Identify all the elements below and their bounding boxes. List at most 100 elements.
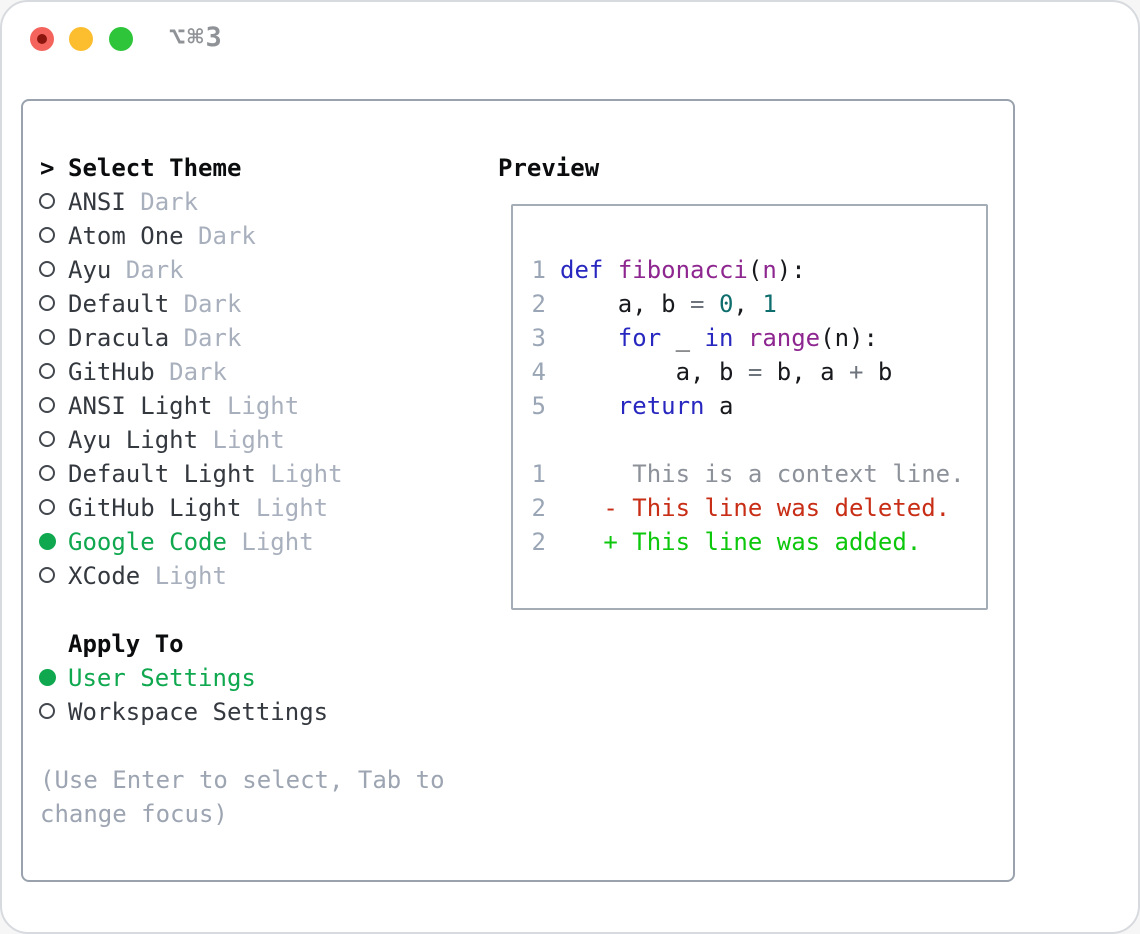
theme-variant-badge: Dark (111, 256, 184, 284)
theme-option-github-light[interactable]: GitHub Light Light (23, 491, 503, 525)
apply-option-label: Workspace Settings (68, 698, 329, 726)
code-token-fn: n (762, 256, 777, 284)
radio-unselected-icon (39, 295, 55, 311)
theme-option-atom-one[interactable]: Atom One Dark (23, 219, 503, 253)
radio-unselected-icon (39, 703, 55, 719)
code-token-kw: for (617, 324, 662, 352)
theme-name: GitHub Light Light (68, 494, 329, 522)
code-token-pl: a (704, 392, 734, 420)
radio-unselected-icon (39, 397, 55, 413)
preview-code-line: 5 return a (513, 389, 986, 423)
theme-variant-badge: Light (198, 426, 285, 454)
theme-variant-badge: Dark (154, 358, 227, 386)
theme-option-ayu[interactable]: Ayu Dark (23, 253, 503, 287)
radio-unselected-icon (39, 431, 55, 447)
code-token-pl: (n): (820, 324, 878, 352)
line-content: return a (560, 389, 734, 423)
theme-option-dracula[interactable]: Dracula Dark (23, 321, 503, 355)
code-token-pl: , (733, 290, 763, 318)
code-token-kw: return (617, 392, 705, 420)
apply-to-header-row: Apply To (23, 627, 503, 661)
theme-name: Atom One Dark (68, 222, 256, 250)
code-token-pl: a, b (560, 290, 691, 318)
theme-name: Default Light Light (68, 460, 343, 488)
theme-name: XCode Light (68, 562, 227, 590)
code-token-pl: a, b (560, 358, 748, 386)
preview-heading: Preview (498, 154, 600, 182)
radio-unselected-icon (39, 363, 55, 379)
selection-pointer-icon: > (40, 154, 55, 182)
radio-unselected-icon (39, 567, 55, 583)
radio-unselected-icon (39, 227, 55, 243)
code-token-add: + This line was added. (560, 528, 922, 556)
radio-unselected-icon (39, 193, 55, 209)
close-button[interactable] (30, 27, 54, 51)
code-token-pl: ( (747, 256, 763, 284)
preview-code-line: 2 - This line was deleted. (513, 491, 986, 525)
line-content: a, b = 0, 1 (560, 287, 777, 321)
line-number: 2 (531, 290, 546, 318)
code-token-del: - This line was deleted. (560, 494, 951, 522)
code-token-pl (603, 256, 617, 284)
code-token-kw: def (560, 256, 604, 284)
code-token-pl: b (877, 358, 893, 386)
apply-option-label: User Settings (68, 664, 256, 692)
code-token-op: = (690, 290, 719, 318)
line-number: 3 (531, 324, 546, 352)
code-token-pl (560, 392, 618, 420)
theme-option-default-light[interactable]: Default Light Light (23, 457, 503, 491)
line-content: def fibonacci(n): (560, 253, 806, 287)
theme-variant-badge: Light (226, 528, 314, 556)
theme-option-google-code[interactable]: Google Code Light (23, 525, 503, 559)
theme-name: ANSI Light Light (68, 392, 300, 420)
minimize-button[interactable] (69, 27, 93, 51)
select-theme-header-row: > Select Theme (23, 151, 503, 185)
code-token-num: 0 (718, 290, 734, 318)
code-token-fn: range (747, 324, 821, 352)
theme-variant-badge: Dark (183, 222, 256, 250)
line-number: 1 (531, 460, 546, 488)
theme-variant-badge: Light (140, 562, 227, 590)
theme-name: Ayu Light Light (68, 426, 285, 454)
code-token-pl: ): (776, 256, 806, 284)
apply-option-user-settings[interactable]: User Settings (23, 661, 503, 695)
line-number: 5 (531, 392, 546, 420)
apply-option-workspace-settings[interactable]: Workspace Settings (23, 695, 503, 729)
zoom-button[interactable] (109, 27, 133, 51)
line-number: 2 (531, 494, 546, 522)
line-number: 4 (531, 358, 546, 386)
theme-variant-badge: Light (241, 494, 329, 522)
theme-name: Dracula Dark (68, 324, 242, 352)
line-number: 2 (531, 528, 546, 556)
line-content: for _ in range(n): (560, 321, 878, 355)
theme-option-default[interactable]: Default Dark (23, 287, 503, 321)
theme-option-ansi-light[interactable]: ANSI Light Light (23, 389, 503, 423)
theme-name: ANSI Dark (68, 188, 199, 216)
preview-code-line: 2 a, b = 0, 1 (513, 287, 986, 321)
code-token-op: + (849, 358, 878, 386)
code-token-pl (560, 324, 618, 352)
preview-code-line: 4 a, b = b, a + b (513, 355, 986, 389)
preview-code-line (513, 423, 986, 457)
radio-unselected-icon (39, 329, 55, 345)
theme-variant-badge: Light (255, 460, 343, 488)
theme-name: Default Dark (68, 290, 242, 318)
line-number: 1 (531, 256, 546, 284)
theme-name: Google Code Light (68, 528, 314, 556)
theme-option-ansi[interactable]: ANSI Dark (23, 185, 503, 219)
code-token-pl: _ (661, 324, 705, 352)
theme-variant-badge: Dark (125, 188, 199, 216)
theme-option-xcode[interactable]: XCode Light (23, 559, 503, 593)
code-token-kw: in (704, 324, 734, 352)
radio-unselected-icon (39, 465, 55, 481)
preview-code-line: 3 for _ in range(n): (513, 321, 986, 355)
preview-code-line: 2 + This line was added. (513, 525, 986, 559)
theme-option-github[interactable]: GitHub Dark (23, 355, 503, 389)
hint-text: (Use Enter to select, Tab to (40, 766, 445, 794)
code-token-fn: fibonacci (617, 256, 748, 284)
theme-option-ayu-light[interactable]: Ayu Light Light (23, 423, 503, 457)
radio-unselected-icon (39, 261, 55, 277)
